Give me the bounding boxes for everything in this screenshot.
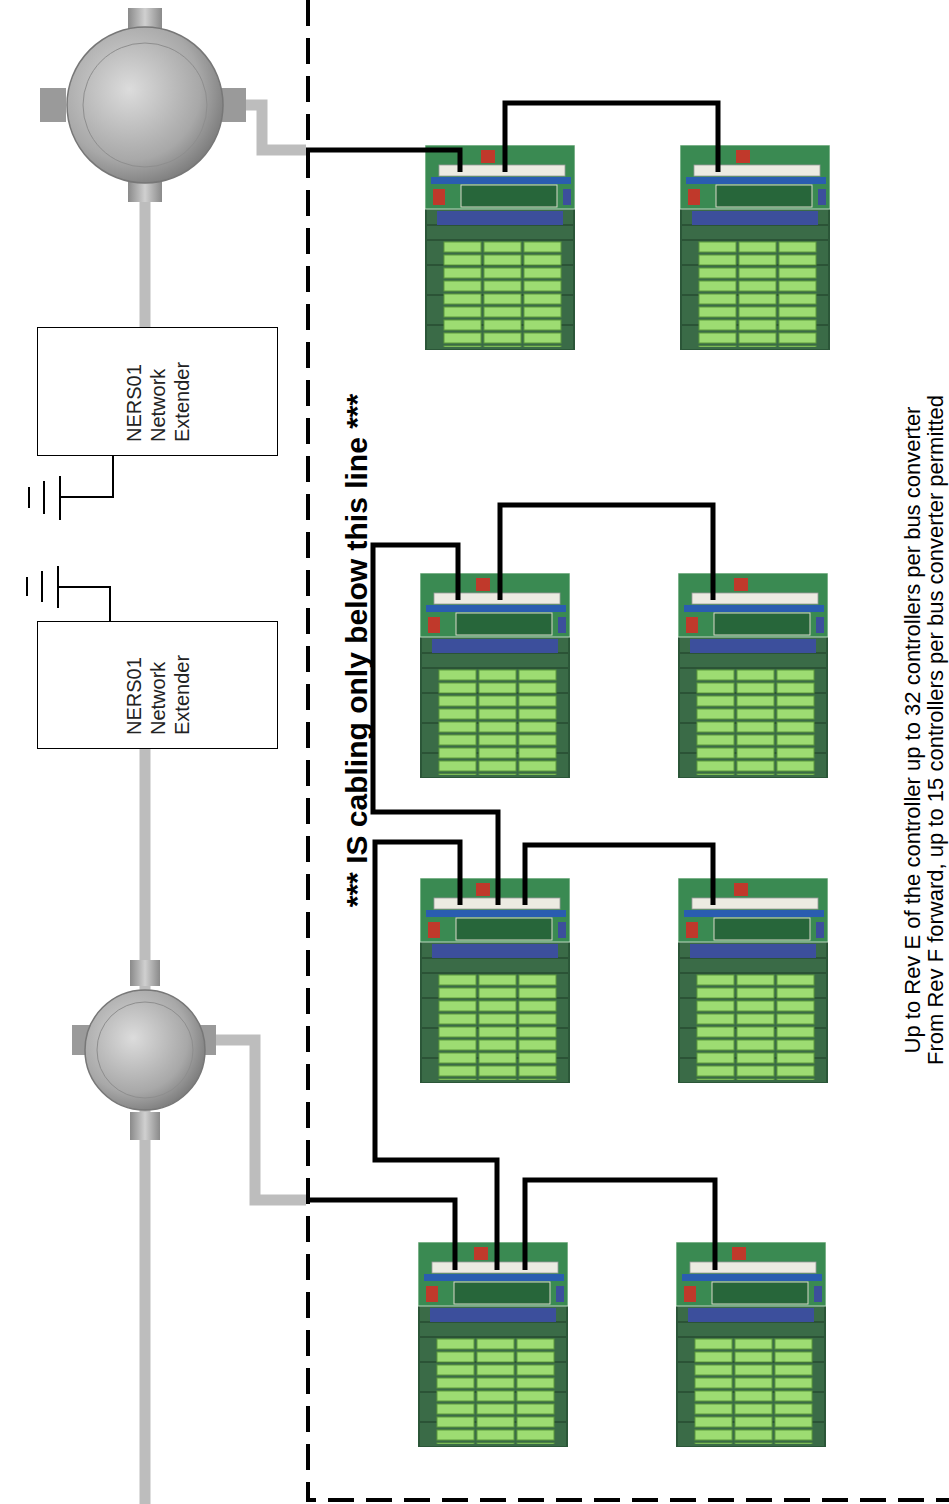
junction-box (72, 960, 216, 1140)
junction-box (40, 8, 246, 202)
bus-wire (306, 103, 718, 1270)
is-boundary-line (308, 0, 949, 1500)
grey-cable (145, 105, 306, 1504)
controller-boards (418, 145, 830, 1447)
box-label: NERS01 Network Extender (122, 342, 194, 442)
revision-note: Up to Rev E of the controller up to 32 c… (901, 407, 925, 1054)
network-extender-box: NERS01 Network Extender (37, 621, 278, 749)
box-label: NERS01 Network Extender (122, 635, 194, 735)
is-boundary-note: *** IS cabling only below this line *** (340, 393, 373, 906)
network-extender-box: NERS01 Network Extender (37, 327, 278, 456)
revision-note: From Rev F forward, up to 15 controllers… (924, 395, 948, 1065)
antenna-symbol (27, 456, 113, 621)
